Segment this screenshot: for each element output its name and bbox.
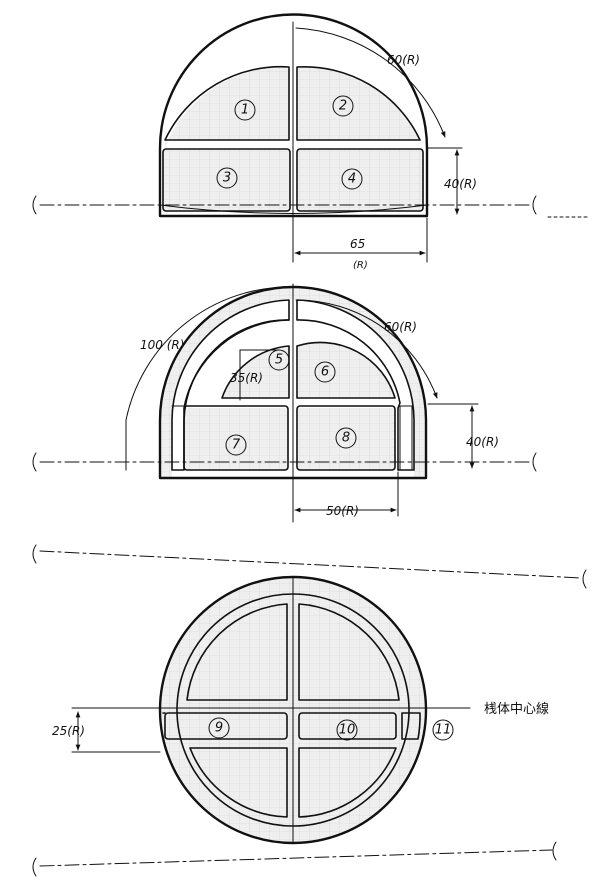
top-view: 60(R) 40(R) 65 (R) 1 2 3 4	[32, 13, 591, 271]
block-number-11: 11	[435, 723, 452, 738]
block-number-10: 10	[339, 723, 356, 738]
bottom-view: 25(R) 桟体中心線 9 10 11	[32, 544, 587, 877]
middle-height-label: 40(R)	[466, 435, 499, 449]
top-width-label: 65	[350, 237, 365, 251]
bottom-height-label: 25(R)	[52, 724, 85, 738]
block-number-7: 7	[232, 438, 241, 453]
middle-view: 100 (R) 60(R) 35(R) 40(R) 50(R) 5 6 7 8	[32, 283, 537, 523]
top-radius-label: 60(R)	[387, 53, 420, 67]
middle-outer-radius-label: 100 (R)	[140, 338, 184, 352]
top-height-label: 40(R)	[444, 177, 477, 191]
block-number-2: 2	[339, 99, 347, 114]
block-number-3: 3	[223, 171, 231, 186]
block-number-6: 6	[321, 365, 329, 380]
block-3	[163, 149, 290, 211]
middle-width-label: 50(R)	[326, 504, 359, 518]
middle-radius-label: 60(R)	[384, 320, 417, 334]
centerline-label: 桟体中心線	[484, 701, 549, 717]
block-number-8: 8	[342, 431, 350, 446]
block-2	[297, 66, 420, 140]
block-number-4: 4	[348, 172, 356, 187]
block-number-5: 5	[275, 353, 283, 368]
top-width-unit: (R)	[353, 260, 368, 271]
block-1	[165, 66, 289, 147]
middle-inner-radius-label: 35(R)	[230, 371, 263, 385]
block-4	[297, 149, 423, 211]
block-number-9: 9	[215, 721, 223, 736]
block-number-1: 1	[241, 103, 249, 118]
